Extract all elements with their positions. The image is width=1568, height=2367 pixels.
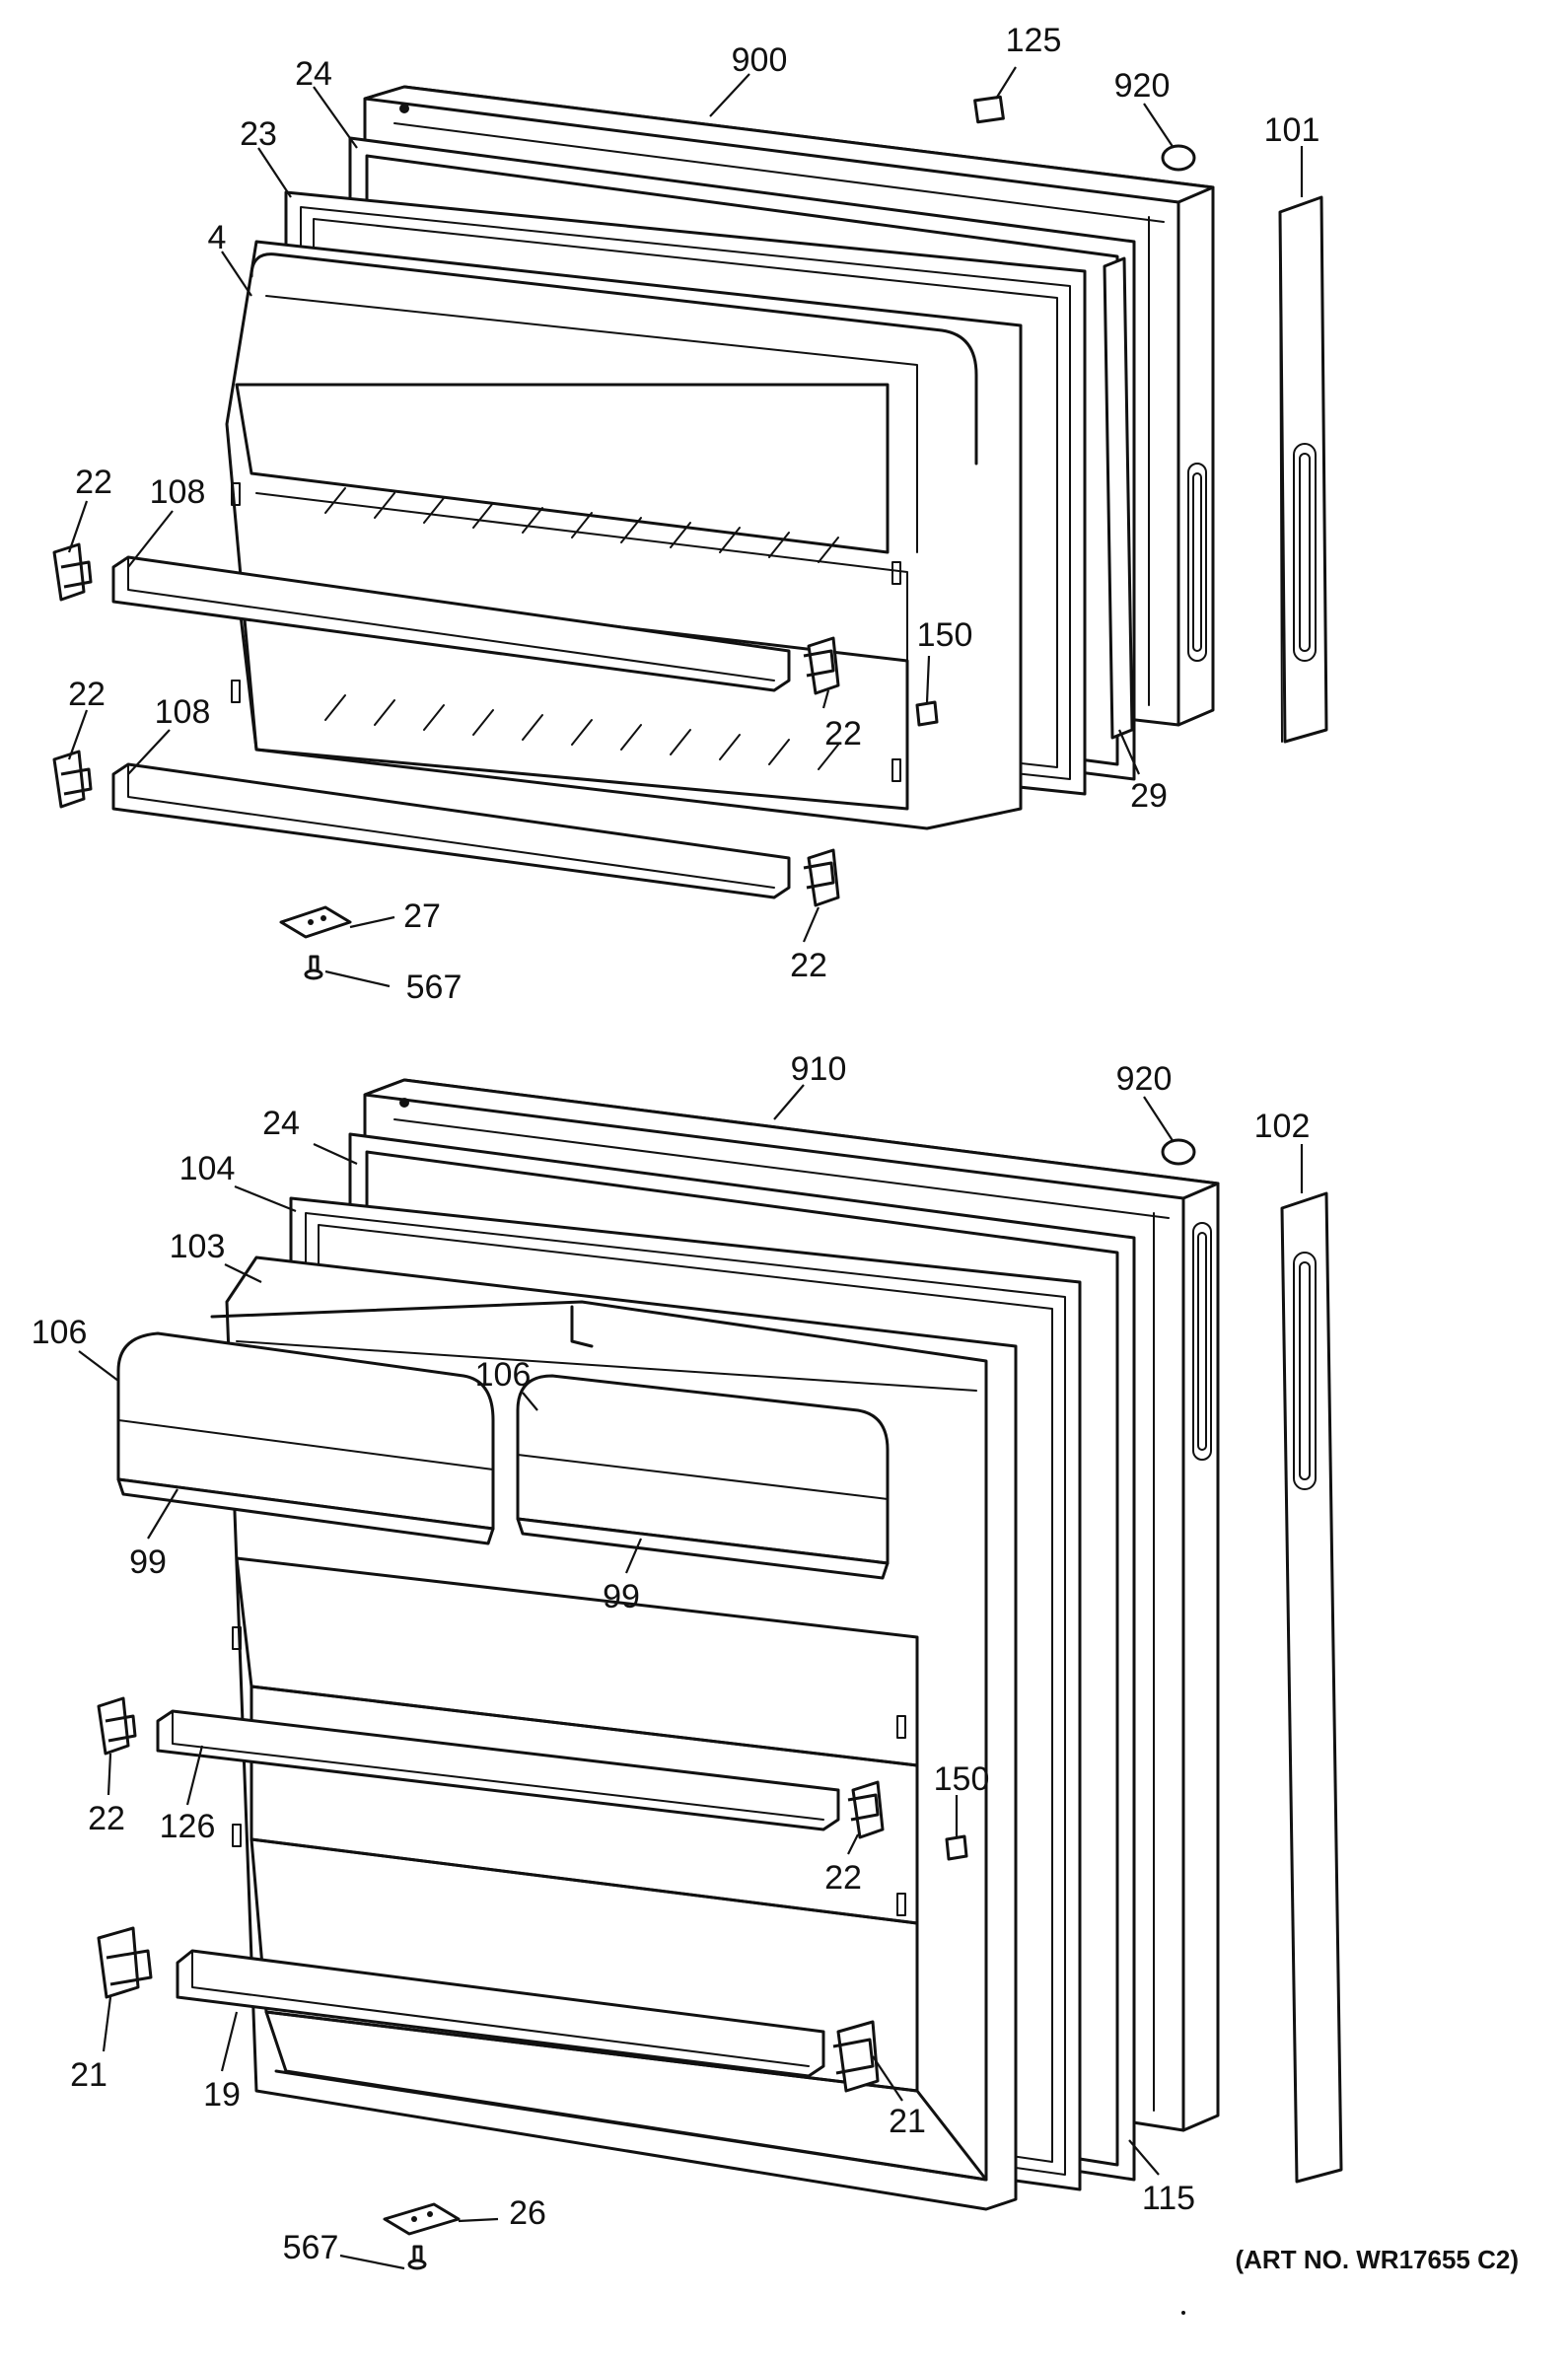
label-22-left-bottom: 22 — [88, 1800, 125, 1837]
label-920-top: 920 — [1114, 67, 1171, 105]
trim-strip-101 — [1278, 195, 1328, 744]
label-108-upper: 108 — [150, 473, 206, 511]
bar-end-cap-22-left-upper — [52, 542, 93, 602]
bar-end-cap-22-left-bottom — [97, 1696, 137, 1756]
label-920-bottom: 920 — [1116, 1060, 1173, 1098]
label-101: 101 — [1264, 111, 1320, 149]
label-19: 19 — [203, 2076, 241, 2114]
label-22-lower-right: 22 — [790, 947, 827, 984]
screw-567-bottom — [407, 2245, 427, 2270]
label-104: 104 — [179, 1150, 236, 1187]
label-150-bottom: 150 — [934, 1760, 990, 1798]
label-22-upper-left: 22 — [75, 464, 112, 501]
bar-end-cap-22-right-upper — [803, 636, 840, 695]
shelf-bar-108-upper — [111, 555, 791, 692]
cap-920-bottom — [1161, 1138, 1196, 1166]
screw-150-top — [915, 700, 939, 727]
label-23: 23 — [240, 115, 277, 153]
fresh-food-door-assembly: 910 920 102 24 104 103 106 106 99 99 22 … — [32, 1050, 1343, 2270]
label-103: 103 — [170, 1228, 226, 1265]
label-150-top: 150 — [917, 616, 973, 654]
shelf-bar-19 — [176, 1949, 825, 2078]
cap-920-top — [1161, 144, 1196, 172]
label-567-bottom: 567 — [283, 2229, 339, 2266]
bar-end-cap-22-left-lower — [52, 750, 93, 809]
label-102: 102 — [1254, 1108, 1311, 1145]
label-567-top: 567 — [406, 968, 463, 1006]
label-99-right: 99 — [603, 1578, 640, 1615]
bar-end-cap-21-left — [97, 1926, 153, 1999]
callout-labels-top: 900 125 920 101 24 23 4 22 108 22 108 15… — [68, 22, 1319, 1006]
label-99-left: 99 — [129, 1543, 167, 1581]
label-4: 4 — [208, 219, 227, 256]
shelf-ribs-lower — [324, 694, 839, 770]
label-115: 115 — [1142, 2180, 1195, 2217]
bar-end-cap-22-right-lower — [803, 848, 840, 907]
dairy-bin-106-right — [516, 1374, 890, 1580]
shelf-bar-108-lower — [111, 762, 791, 899]
shelf-ribs-upper — [324, 487, 839, 563]
label-106-left: 106 — [32, 1314, 88, 1351]
bar-end-cap-22-right-bottom — [847, 1780, 885, 1839]
label-24-top: 24 — [295, 55, 332, 93]
leader-lines-bottom — [78, 1084, 1304, 2270]
freezer-door-assembly: 900 125 920 101 24 23 4 22 108 22 108 15… — [52, 22, 1328, 1006]
label-22-right-bottom: 22 — [824, 1859, 862, 1897]
door-liner-4 — [225, 240, 1023, 830]
label-27: 27 — [403, 897, 441, 935]
label-24-bottom: 24 — [262, 1105, 300, 1142]
plug-125 — [973, 95, 1005, 124]
label-126: 126 — [160, 1808, 216, 1845]
callout-labels-bottom: 910 920 102 24 104 103 106 106 99 99 22 … — [32, 1050, 1311, 2266]
label-22-upper-right: 22 — [824, 715, 862, 753]
trim-strip-102 — [1280, 1191, 1343, 2184]
screw-567-top — [304, 955, 323, 980]
leader-lines-top — [67, 66, 1304, 988]
dairy-bin-106-left — [116, 1331, 495, 1545]
side-strip-29 — [1103, 256, 1134, 740]
label-910: 910 — [791, 1050, 847, 1088]
label-106-right: 106 — [475, 1356, 532, 1394]
label-22-lower-left: 22 — [68, 676, 106, 713]
label-29: 29 — [1130, 777, 1168, 815]
label-26: 26 — [509, 2194, 546, 2232]
label-900: 900 — [732, 41, 788, 79]
label-125: 125 — [1006, 22, 1062, 59]
art-number: (ART NO. WR17655 C2) — [1236, 2245, 1520, 2274]
shelf-bar-126 — [156, 1709, 840, 1831]
screw-150-bottom — [945, 1834, 968, 1861]
stray-dot — [1181, 2311, 1185, 2315]
hinge-plate-27 — [279, 905, 352, 939]
hinge-plate-26 — [383, 2202, 461, 2236]
label-21-left: 21 — [70, 2056, 107, 2094]
label-108-lower: 108 — [155, 693, 211, 731]
label-21-right: 21 — [889, 2103, 926, 2140]
bar-end-cap-21-right — [832, 2020, 880, 2093]
